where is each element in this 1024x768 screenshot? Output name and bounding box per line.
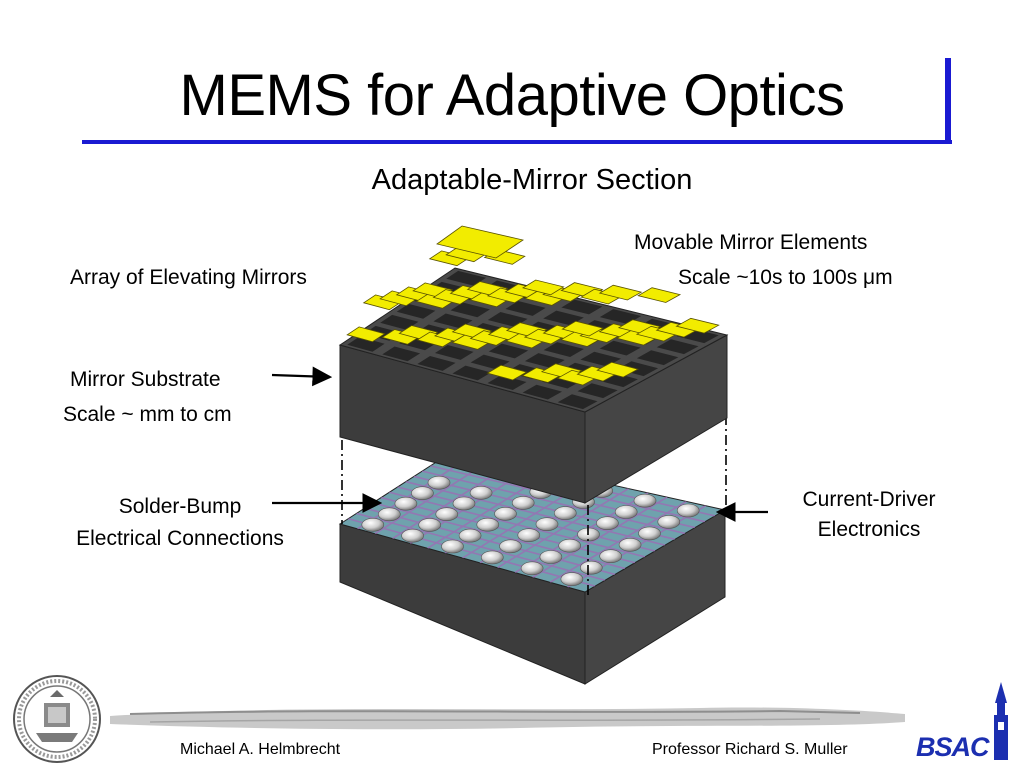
mirror-shadow (656, 339, 699, 355)
mirror-shadow (557, 394, 598, 410)
solder-bump (558, 538, 582, 553)
grid-line (549, 500, 687, 583)
mirror-shadow (543, 342, 584, 357)
mirror-shadow (543, 310, 584, 326)
footer-author-left: Michael A. Helmbrecht (180, 741, 341, 758)
solder-bump (427, 475, 451, 490)
solder-bump (539, 550, 563, 564)
mirror-element (675, 317, 720, 334)
array-of-elevating-mirrors-label: Array of Elevating Mirrors (70, 266, 307, 289)
driver-chip-block (338, 449, 727, 685)
solder-bump (394, 496, 418, 511)
section-subtitle: Adaptable-Mirror Section (371, 164, 693, 196)
grid-line (413, 475, 676, 541)
solder-bump (377, 507, 401, 522)
solder-bump (494, 506, 517, 521)
mirror-shadow (380, 314, 419, 330)
mirror-element (598, 284, 643, 301)
mirror-element (486, 364, 528, 381)
solder-bump (458, 528, 482, 543)
footer-brush-stroke (110, 707, 905, 730)
mirror-element (346, 326, 386, 343)
mirror-shadow (488, 343, 529, 359)
mirror-shadow (417, 356, 456, 371)
solder-bump (511, 496, 535, 510)
solder-bump (618, 537, 642, 552)
mirror-shadow (446, 270, 487, 286)
solder-bump (452, 496, 476, 511)
current-driver-label-line2: Electronics (817, 518, 921, 541)
mirror-shadow (505, 301, 546, 316)
mirror-shadow (433, 313, 473, 329)
grid-line (497, 487, 629, 569)
footer-author-right: Professor Richard S. Muller (652, 741, 848, 758)
solder-bump-array (361, 475, 700, 586)
callout-arrows (271, 366, 768, 522)
mirror-shadow (577, 383, 618, 399)
university-seal-icon (13, 675, 101, 763)
movable-mirror-elements-label: Movable Mirror Elements (634, 231, 868, 254)
solder-bump (435, 507, 459, 522)
mirror-shadow (434, 345, 474, 360)
mirror-shadow (452, 365, 492, 381)
mirror-shadow (396, 303, 436, 319)
solder-bump (499, 539, 522, 554)
solder-bump (480, 550, 504, 565)
solder-bump-label-line1: Solder-Bump (118, 495, 242, 518)
solder-bump (633, 493, 657, 508)
mirror-element (637, 287, 682, 303)
solder-bump (517, 528, 541, 543)
title-accent-bar (945, 58, 951, 144)
mirror-shadow (450, 302, 490, 318)
solder-bump (469, 485, 493, 500)
solder-bump (553, 506, 577, 520)
mirror-shadow (487, 375, 527, 390)
solder-bump (361, 517, 385, 532)
mirror-shadow (347, 336, 385, 352)
solder-bump (599, 549, 623, 564)
page-title: MEMS for Adaptive Optics (179, 63, 845, 128)
solder-bump (401, 528, 424, 543)
solder-bump (596, 516, 619, 531)
mirror-element-array (346, 225, 720, 410)
title-underline (82, 140, 952, 144)
mirror-element (436, 225, 524, 259)
mirror-element (561, 320, 605, 337)
grid-line (421, 470, 686, 535)
mirror-shadow (487, 312, 528, 327)
mirror-substrate-block (338, 225, 729, 504)
mirror-substrate-scale-label: Scale ~ mm to cm (63, 403, 232, 426)
mirror-substrate-label: Mirror Substrate (70, 368, 221, 391)
mirror-element (521, 279, 565, 296)
mirror-shadow (561, 299, 603, 315)
bsac-tower-icon (994, 682, 1008, 760)
grid-line (405, 480, 666, 546)
solder-bump (476, 517, 500, 532)
mirror-shadow (382, 346, 421, 362)
solder-bump (411, 486, 434, 501)
solder-bump (520, 561, 544, 576)
solder-bump (676, 503, 700, 518)
current-driver-label-line1: Current-Driver (802, 488, 936, 511)
bsac-logo-text: BSAC (916, 732, 990, 762)
solder-bump (614, 505, 638, 519)
solder-bump (441, 539, 464, 554)
solder-bump-label-line2: Electrical Connections (76, 527, 284, 550)
solder-bump (638, 526, 661, 541)
mirror-shadow (599, 340, 641, 356)
solder-bump (579, 560, 603, 575)
mirror-element (596, 361, 639, 378)
mirror-shadow (522, 384, 563, 400)
mirror-shadow (599, 309, 642, 324)
movable-mirror-scale-label: Scale ~10s to 100s μm (678, 266, 893, 289)
mirror-shadow (636, 350, 679, 366)
solder-bump (535, 517, 559, 532)
solder-bump (657, 515, 681, 529)
grid-line (532, 496, 668, 579)
solder-bump (418, 518, 442, 532)
solder-bump (560, 572, 584, 586)
